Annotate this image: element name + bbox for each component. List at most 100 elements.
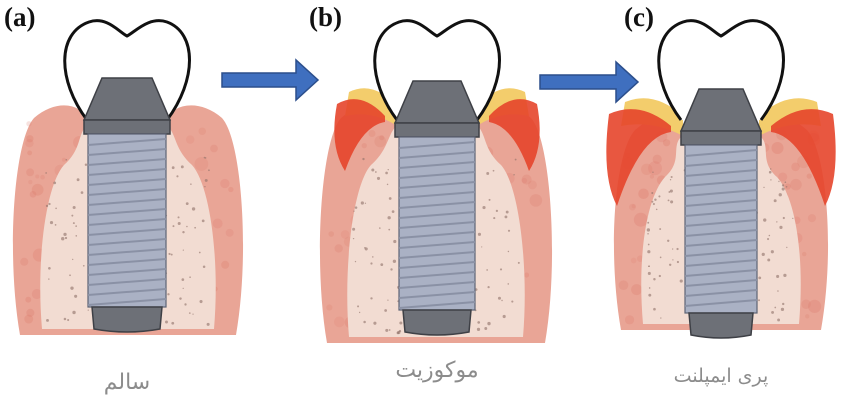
bone-speck [763, 186, 765, 189]
bone-speck [353, 210, 355, 212]
bone-speck [777, 290, 779, 292]
bone-speck [670, 200, 674, 204]
bone-speck [653, 307, 656, 311]
implant-thread [87, 248, 167, 256]
bone-speck [170, 253, 173, 256]
gum-texture [25, 139, 34, 148]
bone-speck [668, 191, 671, 193]
bone-speck [72, 205, 76, 210]
implant-thread [398, 221, 476, 229]
bone-speck [204, 178, 208, 182]
implant-thread [398, 171, 476, 179]
bone-speck [497, 296, 501, 300]
bone-speck [204, 186, 206, 188]
implant-thread [398, 141, 476, 149]
bone-speck [64, 236, 68, 240]
bone-speck [199, 299, 203, 304]
gum-texture [225, 228, 234, 237]
bone-speck [482, 205, 486, 210]
bone-speck [177, 222, 181, 226]
bone-speck [69, 274, 71, 277]
gum-texture [194, 157, 209, 171]
gum-texture [379, 135, 385, 141]
bone-speck [46, 318, 49, 322]
bone-speck [792, 217, 794, 220]
bone-speck [648, 293, 652, 297]
bone-speck [45, 204, 49, 208]
bone-speck [206, 322, 210, 326]
bone-speck [177, 216, 180, 219]
bone-speck [776, 221, 778, 223]
bone-speck [54, 223, 57, 226]
implant-thread [87, 168, 167, 176]
gum-texture [374, 135, 387, 148]
bone-speck [179, 297, 182, 300]
bone-speck [771, 310, 774, 314]
bone-speck [372, 256, 374, 258]
bone-speck [768, 170, 772, 174]
bone-speck [208, 169, 210, 172]
tooth-crown-icon [657, 19, 785, 121]
gum-texture [24, 314, 34, 324]
bone-speck [773, 199, 777, 203]
bone-speck [371, 168, 375, 172]
gum-texture [26, 308, 35, 317]
gum-texture [771, 141, 784, 155]
gum-texture [801, 299, 811, 309]
implant-thread [684, 299, 758, 307]
implant-apex [91, 306, 163, 333]
implant-thread [87, 208, 167, 216]
bone-speck [202, 265, 206, 269]
gum-texture [662, 139, 671, 147]
implant-thread [684, 249, 758, 257]
gum-texture [20, 257, 29, 266]
gum-texture [31, 288, 42, 300]
implant-thread [87, 268, 167, 276]
gum-texture [220, 178, 230, 189]
bone-speck [507, 250, 510, 253]
bone-speck [385, 171, 388, 175]
implant-thread [398, 191, 476, 199]
gum-texture [784, 183, 791, 190]
bone-speck [396, 331, 400, 335]
implant-thread [87, 298, 167, 306]
bone-speck [487, 321, 491, 326]
bone-speck [493, 217, 496, 220]
bone-speck [172, 225, 175, 228]
bone-speck [770, 179, 772, 181]
bone-speck [654, 198, 657, 201]
bone-speck [783, 273, 787, 278]
gum-texture [778, 172, 788, 182]
implant-icon [679, 88, 763, 339]
bone-speck [48, 266, 51, 270]
gum-texture [648, 161, 663, 176]
bone-speck [71, 214, 74, 217]
bone-speck [392, 259, 397, 263]
implant-apex [402, 309, 472, 336]
bone-speck [72, 222, 75, 225]
bone-speck [652, 171, 654, 173]
bone-speck [80, 191, 84, 194]
gum-texture [527, 180, 537, 190]
bone-speck [63, 232, 67, 237]
bone-speck [514, 158, 517, 161]
implant-thread [684, 209, 758, 217]
panel-peri-implantitis: (c) پری ایمپلنت [606, 2, 836, 387]
implant-thread [87, 238, 167, 246]
implant-thread [398, 201, 476, 209]
bone-speck [651, 192, 654, 195]
gum-texture [641, 163, 653, 176]
bone-speck [777, 318, 781, 322]
bone-speck [767, 258, 771, 262]
bone-speck [647, 271, 651, 275]
bone-speck [671, 248, 674, 250]
implant-thread [398, 251, 476, 259]
caption-healthy: سالم [104, 370, 150, 395]
gum-texture [631, 204, 636, 209]
panel-label-c: (c) [624, 2, 654, 32]
bone-speck [184, 303, 187, 306]
implant-thread [398, 271, 476, 279]
implant-illustration-mucositis [319, 19, 553, 343]
bone-speck [786, 246, 788, 249]
gum-texture [624, 315, 635, 325]
